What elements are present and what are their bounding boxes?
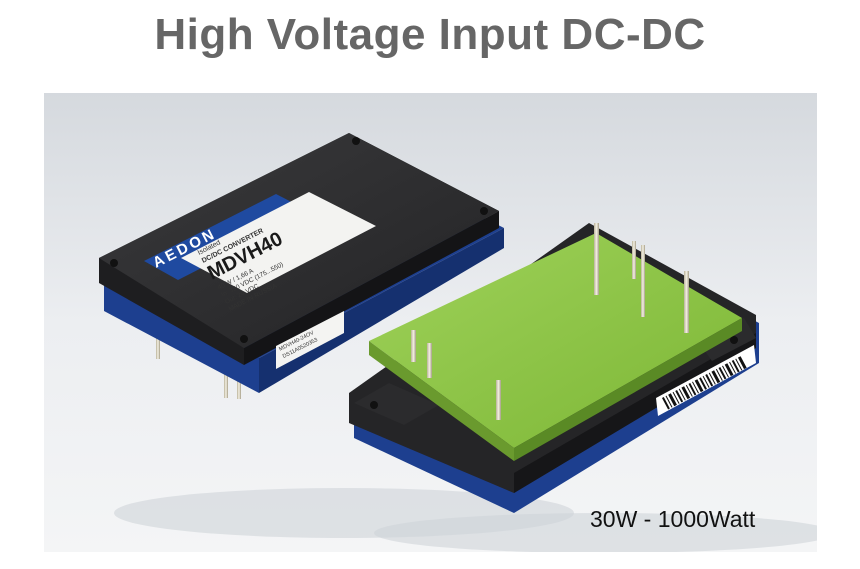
converter-illustration: AEDON Isolated DC/DC CONVERTER MDVH40 40…: [44, 93, 817, 552]
barcode-label: [656, 345, 756, 416]
product-photo: AEDON Isolated DC/DC CONVERTER MDVH40 40…: [44, 93, 817, 552]
page-title: High Voltage Input DC-DC: [154, 10, 706, 59]
left-converter-module: AEDON Isolated DC/DC CONVERTER MDVH40 40…: [99, 133, 504, 399]
right-converter-module: [349, 223, 759, 513]
power-range-caption: 30W - 1000Watt: [590, 506, 756, 532]
pcb-pins: [411, 223, 689, 420]
